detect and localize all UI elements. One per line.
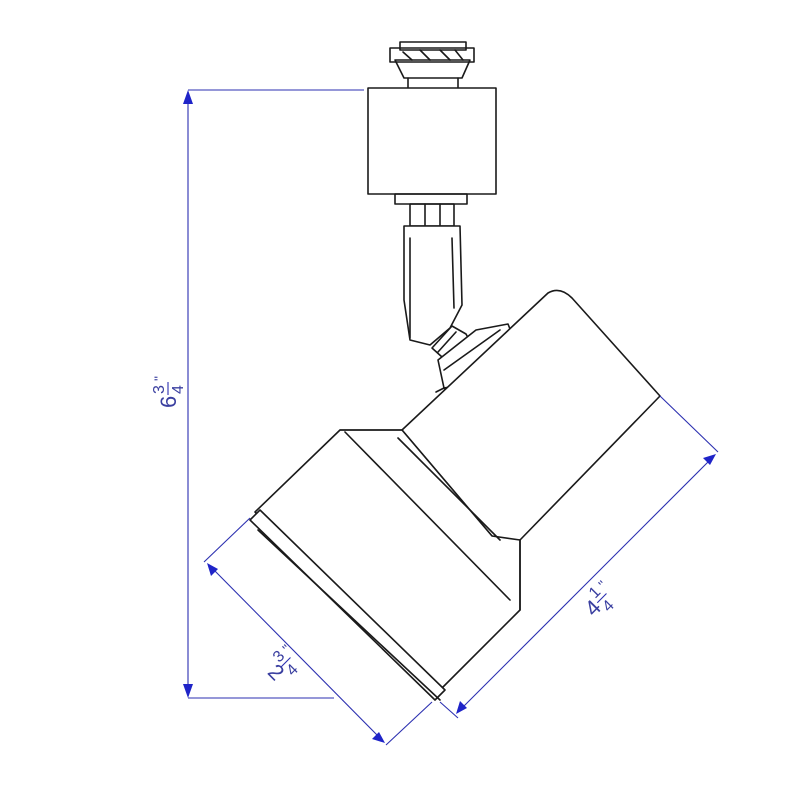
height-den: 4	[170, 385, 187, 394]
diameter-dim-line	[211, 567, 381, 739]
height-num: 3	[151, 385, 168, 394]
track-adapter	[367, 41, 497, 227]
arm-edge-right	[451, 237, 455, 309]
length-ext-bottom	[439, 701, 459, 719]
diameter-fraction-bar	[280, 657, 291, 668]
height-arrow-top	[183, 90, 193, 104]
adapter-collar	[394, 193, 468, 205]
length-dim-line	[459, 457, 713, 711]
length-ext-top	[659, 395, 719, 453]
height-arrow-bottom	[183, 684, 193, 698]
height-label: 6 3 4 "	[151, 376, 187, 408]
height-whole: 6	[156, 396, 181, 408]
height-unit: "	[151, 376, 167, 381]
arm-body	[403, 225, 463, 346]
diameter-ext-top	[203, 517, 251, 563]
diameter-arrow-bottom	[372, 732, 385, 743]
cone-band-2	[397, 437, 501, 541]
length-arrow-bottom	[456, 701, 467, 714]
adapter-housing	[367, 87, 497, 195]
connector-mid	[389, 47, 475, 63]
swivel-arm	[403, 225, 513, 397]
connector-detail	[402, 49, 464, 61]
length-arrow-top	[703, 454, 716, 465]
connector-top	[399, 41, 467, 51]
diameter-ext-bottom	[385, 701, 433, 746]
bezel-inner-line	[257, 529, 441, 701]
length-dimension: 4 1 4 "	[439, 395, 719, 719]
cone-band-1	[344, 431, 511, 601]
length-label: 4 1 4 "	[580, 577, 618, 621]
diameter-label: 2 3 4 "	[263, 641, 302, 685]
length-fraction-bar	[596, 593, 607, 604]
lamp-head	[249, 289, 661, 701]
connector-base	[394, 59, 471, 79]
diameter-den: 4	[283, 661, 301, 679]
mount-plate-line	[443, 329, 501, 371]
front-bezel	[249, 509, 446, 701]
height-dimension: 6 3 4 "	[151, 89, 364, 699]
adapter-stem	[409, 203, 455, 227]
knuckle-line	[437, 331, 457, 353]
diameter-arrow-top	[207, 563, 218, 576]
